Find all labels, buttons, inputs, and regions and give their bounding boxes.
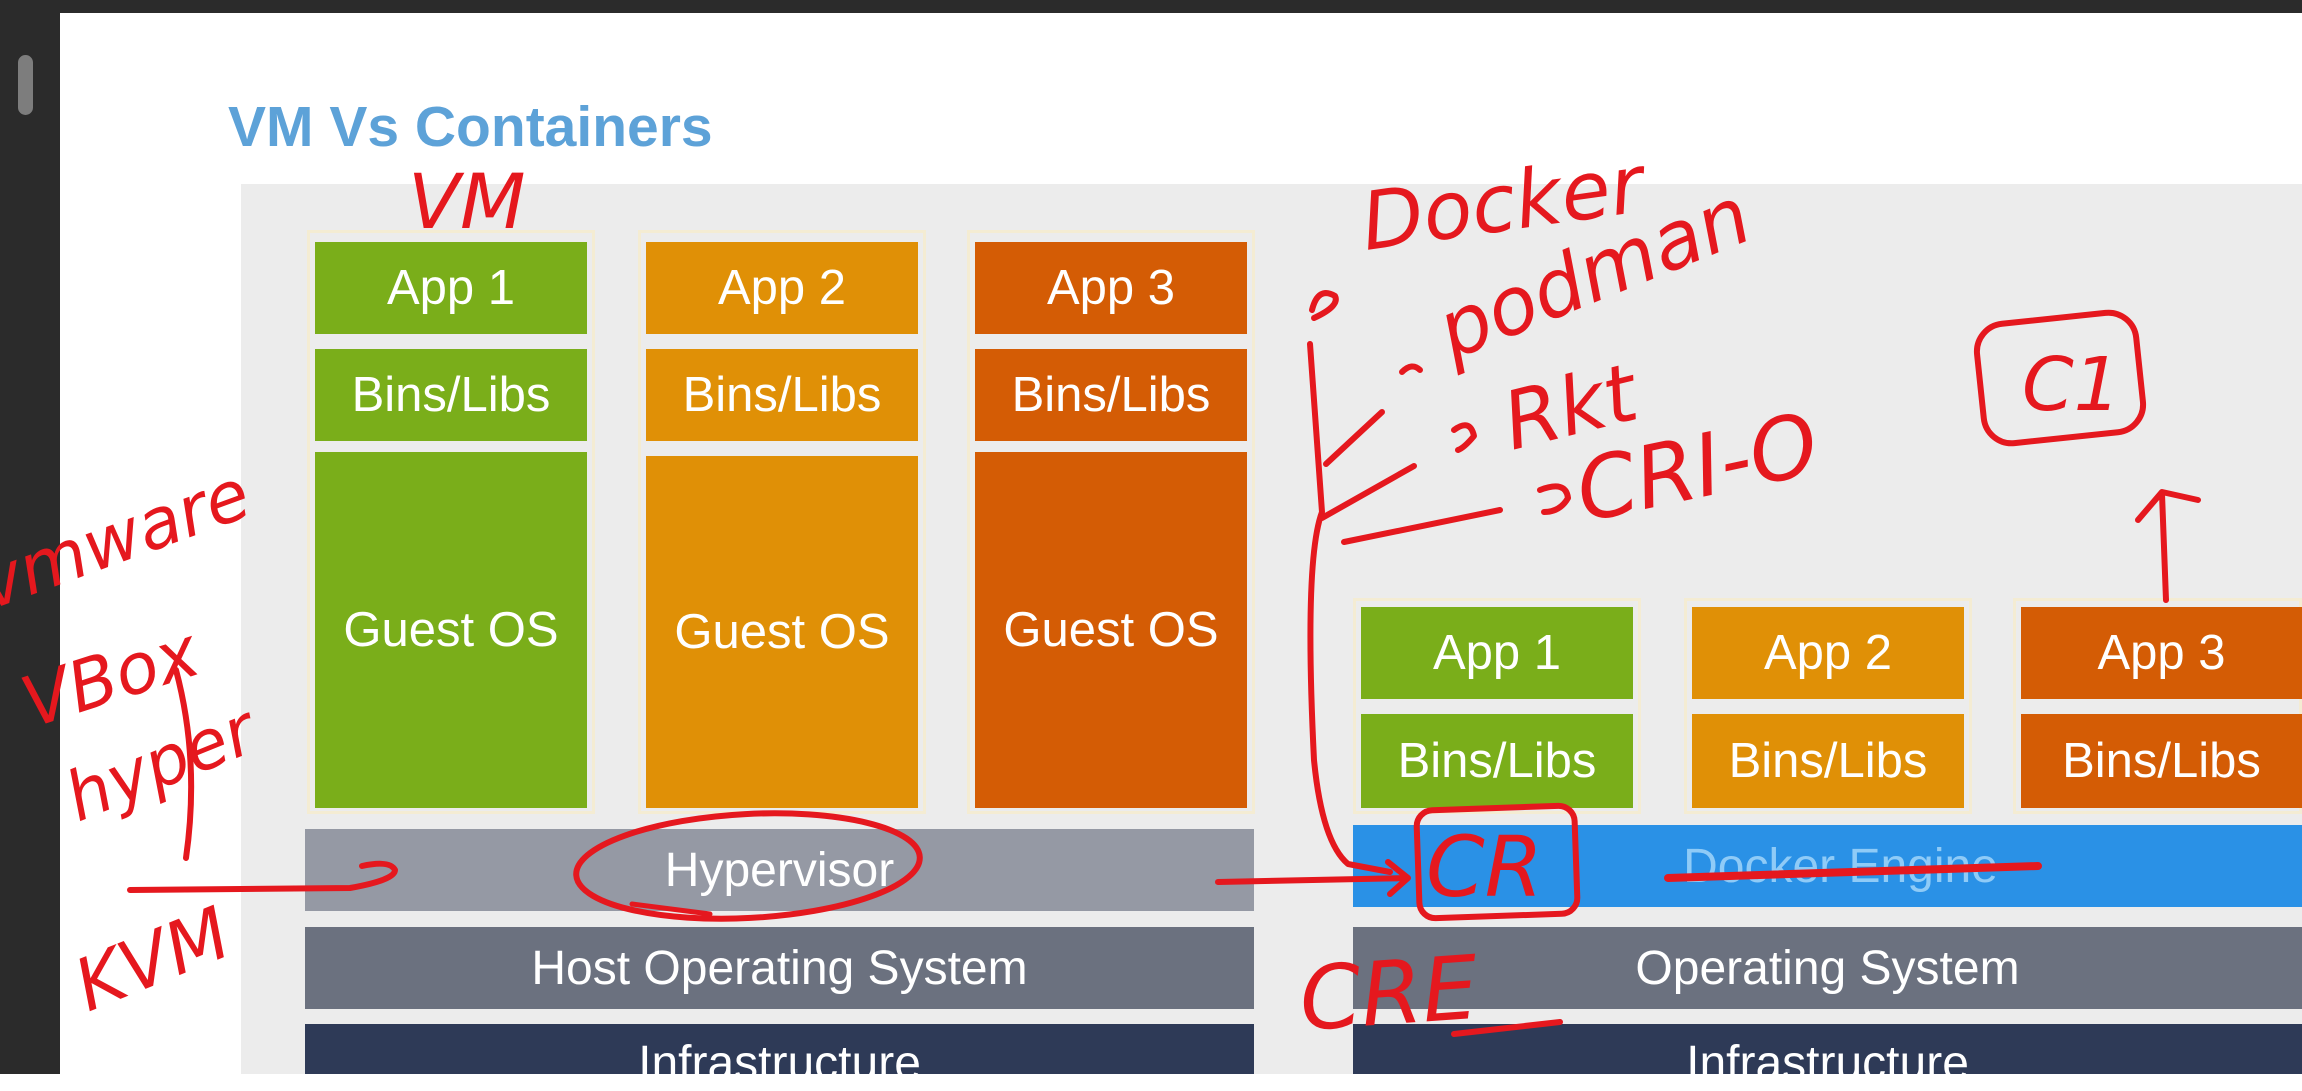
note-vmware: vmware xyxy=(0,453,260,626)
cr-box xyxy=(1413,802,1581,922)
docker-engine-strikeout xyxy=(1664,862,2042,882)
container-stack-2 xyxy=(1684,598,1972,814)
vm-app-2: App 2 xyxy=(646,242,918,334)
note-cr: CR xyxy=(1426,818,1543,916)
host-os-layer: Host Operating System xyxy=(305,927,1254,1009)
vm-guest-os-2: Guest OS xyxy=(646,456,918,808)
podman-bullet xyxy=(1399,363,1423,375)
crio-bullet xyxy=(1537,483,1571,515)
note-vm: VM xyxy=(408,157,526,246)
bracket-spoke-2 xyxy=(1319,463,1417,521)
container-app-2: App 2 xyxy=(1692,607,1964,699)
side-panel xyxy=(0,0,60,1074)
container-bins-libs-2: Bins/Libs xyxy=(1692,714,1964,808)
bracket-spoke-3 xyxy=(1341,507,1503,545)
container-os-layer: Operating System xyxy=(1353,927,2302,1009)
vm-guest-os-3: Guest OS xyxy=(975,452,1247,808)
container-stack-3 xyxy=(2013,598,2302,814)
vm-bins-libs-2: Bins/Libs xyxy=(646,349,918,441)
container-stack-1 xyxy=(1353,598,1641,814)
vm-app-3: App 3 xyxy=(975,242,1247,334)
vm-bins-libs-3: Bins/Libs xyxy=(975,349,1247,441)
bracket-spoke-1 xyxy=(1323,409,1385,467)
note-kvm: KVM xyxy=(63,890,242,1027)
rkt-bullet xyxy=(1451,422,1477,453)
note-cre: CRE xyxy=(1296,936,1481,1051)
c1-arrow xyxy=(2135,489,2201,603)
vmware-bracket xyxy=(173,667,195,861)
c1-box xyxy=(1973,309,2147,447)
container-app-1: App 1 xyxy=(1361,607,1633,699)
runtime-bracket xyxy=(1307,341,1393,875)
hypervisor-circle xyxy=(573,810,923,922)
container-bins-libs-3: Bins/Libs xyxy=(2021,714,2302,808)
container-bins-libs-1: Bins/Libs xyxy=(1361,714,1633,808)
scrollbar-thumb[interactable] xyxy=(18,55,33,115)
slide-title: VM Vs Containers xyxy=(228,95,713,159)
hypervisor-layer: Hypervisor xyxy=(305,829,1254,911)
container-app-3: App 3 xyxy=(2021,607,2302,699)
window-top-bar xyxy=(0,0,2302,13)
hypervisor-to-cr-arrow xyxy=(1215,859,1411,897)
vm-stack-1 xyxy=(307,230,595,814)
note-c1: C1 xyxy=(2022,342,2121,428)
vm-bins-libs-1: Bins/Libs xyxy=(315,349,587,441)
kvm-arrow xyxy=(127,860,398,893)
cre-underline xyxy=(1451,1019,1563,1037)
docker-bullet xyxy=(1309,290,1339,321)
vm-guest-os-1: Guest OS xyxy=(315,452,587,808)
hypervisor-underline xyxy=(629,901,713,917)
vm-app-1: App 1 xyxy=(315,242,587,334)
vm-stack-3 xyxy=(967,230,1255,814)
